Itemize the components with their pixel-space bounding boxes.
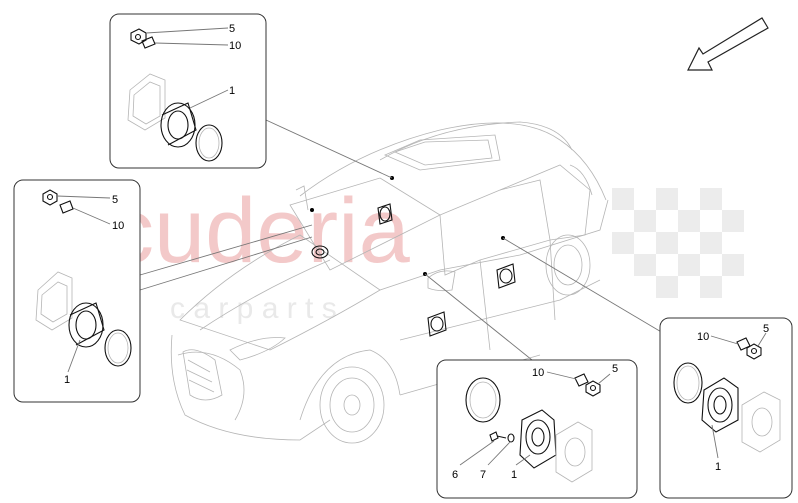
callout-right-5: 5 (763, 323, 769, 335)
direction-arrow-icon (687, 17, 769, 71)
speaker-housing-icon (555, 421, 593, 483)
callout-left-5: 5 (112, 194, 118, 206)
speaker-icon (68, 302, 105, 348)
callout-bottom-10: 10 (532, 367, 544, 379)
speaker-icon (160, 102, 197, 148)
watermark-subtitle: c a r p a r t s (170, 292, 337, 325)
installed-speakers (311, 203, 516, 337)
clip-icon (59, 200, 74, 214)
callout-bottom-6: 6 (452, 469, 458, 481)
nut-icon (746, 343, 762, 360)
callout-right-10: 10 (697, 331, 709, 343)
callout-bottom-1: 1 (511, 469, 517, 481)
callout-right-1: 1 (715, 461, 721, 473)
gasket-ring-icon (195, 124, 223, 162)
callout-left-1: 1 (64, 374, 70, 386)
callout-top-1: 1 (229, 85, 235, 97)
callout-box-left: 5 10 1 (13, 179, 141, 403)
speaker-housing-icon (127, 73, 166, 131)
gasket-ring-icon (104, 329, 132, 367)
screw-icon (489, 431, 507, 442)
nut-icon (585, 380, 601, 397)
car-outline (170, 121, 609, 444)
callout-box-bottom: 10 5 6 7 1 (436, 359, 638, 499)
clip-icon (141, 36, 156, 49)
gasket-ring-icon (673, 362, 703, 404)
leader-lines (139, 119, 664, 361)
callout-top-10: 10 (229, 40, 241, 52)
callout-top-5: 5 (229, 23, 235, 35)
washer-icon (507, 433, 515, 443)
clip-icon (574, 373, 589, 387)
callout-left-10: 10 (112, 220, 124, 232)
gasket-ring-icon (465, 377, 501, 423)
nut-icon (42, 189, 58, 206)
callout-box-top: 5 10 1 (109, 13, 267, 169)
callout-bottom-5: 5 (612, 363, 618, 375)
speaker-icon (701, 377, 739, 433)
nut-icon (130, 28, 147, 45)
checkered-flag-watermark (612, 188, 744, 298)
speaker-housing-icon (741, 391, 781, 453)
callout-bottom-7: 7 (480, 469, 486, 481)
callout-box-right: 10 5 1 (659, 317, 793, 499)
speaker-housing-icon (35, 271, 73, 331)
